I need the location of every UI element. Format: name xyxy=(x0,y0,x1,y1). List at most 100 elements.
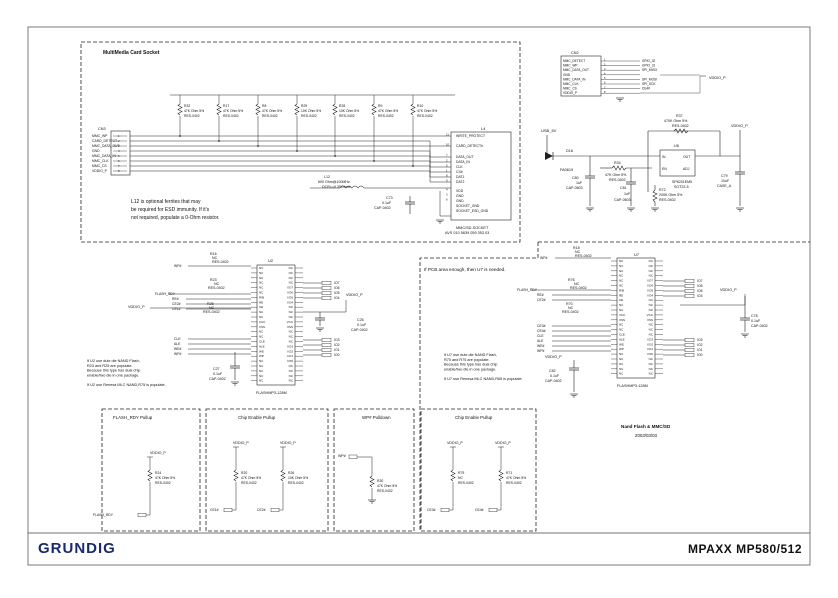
socket-pin-number: 4 xyxy=(446,188,448,192)
pullup-net-label: FLASH_RDY xyxy=(93,513,114,517)
chip-right-pin: VCC xyxy=(287,320,294,324)
chip-left-pin: NC xyxy=(259,276,264,280)
chip-right-pin: VSS xyxy=(287,325,293,329)
cn2-left-pin: MMC_DATA_OUT xyxy=(563,68,589,72)
cn2-left-pin: MMC_DETECT xyxy=(563,59,585,63)
resistor-symbol xyxy=(255,103,261,116)
r16-ref: R16 xyxy=(210,252,217,256)
chip-left-pin: NC xyxy=(619,284,624,288)
junction-dot xyxy=(334,155,336,157)
pulldown-package: RES-0402 xyxy=(377,489,393,493)
r72-ref: R72 xyxy=(659,188,666,192)
resistor-package: RES-0402 xyxy=(262,114,278,118)
chip-right-pin: NC xyxy=(289,281,294,285)
u2-net-label-right: IO6 xyxy=(334,286,340,290)
chip-left-pin: NC xyxy=(259,374,264,378)
chip-left-pin: R/B xyxy=(259,295,264,299)
pullup-ref: R71 xyxy=(506,471,512,475)
u7-net-label: CE4# xyxy=(537,329,546,333)
u2-ref: U2 xyxy=(268,258,274,263)
pullup-title: WP# Pulldown xyxy=(362,415,391,420)
d16-value: FA0619 xyxy=(560,168,573,172)
chip-left-pin: NC xyxy=(259,266,264,270)
chip-left-pin: CE xyxy=(259,305,263,309)
chip-right-pin: I/O2 xyxy=(287,349,293,353)
u7-net-label-right: IO0 xyxy=(697,353,703,357)
net-port xyxy=(321,338,332,343)
c82-ref: C82 xyxy=(549,369,556,373)
u6-regulator xyxy=(659,149,696,177)
net-port xyxy=(321,343,332,348)
u7-chip xyxy=(616,257,656,379)
chip-left-pin: VCC xyxy=(259,320,266,324)
chip-left-pin: WE xyxy=(259,349,264,353)
u7-ref: U7 xyxy=(634,252,640,257)
u7-net-label: WP# xyxy=(537,349,544,353)
c80-value: 1uF xyxy=(576,181,583,185)
chip-left-pin: R/B xyxy=(619,288,624,292)
u2-net-label-right: IO1 xyxy=(334,348,340,352)
chip-right-pin: NC xyxy=(289,271,294,275)
cn2-label: CN2 xyxy=(571,51,579,55)
chip-left-pin: NC xyxy=(619,264,624,268)
c82-value: 0.1uF xyxy=(550,374,560,378)
c81-value: 1uF xyxy=(624,192,631,196)
chip-right-pin: NC xyxy=(289,379,294,383)
chip-left-pin: WP xyxy=(259,354,264,358)
u7-note: If U7 use dule die NAND Flash,R70 and R7… xyxy=(444,353,523,381)
note-line: R23 and R25 are populate. xyxy=(87,364,133,368)
chip-left-pin: NC xyxy=(619,362,624,366)
socket-pin-number: 1 xyxy=(446,169,448,173)
socket-pin-number: 10 xyxy=(446,143,450,147)
resistor-value: 10K Ohm 5% xyxy=(301,109,321,113)
c78-value: 0.1uF xyxy=(751,319,761,323)
r72-package: RES-0402 xyxy=(659,198,676,202)
cn2-left-pin: MMC_DATA_IN xyxy=(563,77,586,81)
cn3-pin-number: 5 xyxy=(118,154,120,158)
chip-right-pin: I/O3 xyxy=(647,337,653,341)
title-block-title: Nand Flash & MMC/SD xyxy=(621,424,671,429)
junction-dot xyxy=(296,150,298,152)
chip-left-pin: NC xyxy=(259,281,264,285)
resistor-symbol xyxy=(233,469,239,482)
note-line: Because this type has dual chip xyxy=(87,369,140,373)
c78-ref: C78 xyxy=(751,314,758,318)
u7-area-note: If PCB area enough, then U7 is needed. xyxy=(424,267,505,272)
pullup-net-label: CE1# xyxy=(210,508,219,512)
r34-package: RES-0402 xyxy=(609,178,626,182)
u7-net-label: ALE xyxy=(537,339,544,343)
resistor-value: 47K Ohm 5% xyxy=(378,109,398,113)
junction-dot xyxy=(257,145,259,147)
chip-right-pin: NC xyxy=(649,298,654,302)
pullup-sections xyxy=(101,408,537,532)
chip-right-pin: NC xyxy=(649,357,654,361)
chip-right-pin: NC xyxy=(649,259,654,263)
u6-pin-out: OUT xyxy=(683,155,690,159)
c26-value: 0.1uF xyxy=(357,323,367,327)
note-line: Because this type has dual chip xyxy=(444,363,497,367)
chip-left-pin: VCC xyxy=(619,313,626,317)
cn2-right-pin: SPI_MOSI xyxy=(642,77,657,81)
resistor-ref: R32 xyxy=(184,104,190,108)
pullup-value: 47K Ohm 5% xyxy=(155,476,175,480)
brand-logo: GRUNDIG xyxy=(38,540,116,557)
net-port xyxy=(270,508,280,513)
chip-right-pin: NC xyxy=(649,367,654,371)
chip-left-pin: VSS xyxy=(259,325,265,329)
socket-pin-number: 9 xyxy=(446,179,448,183)
r34-value: 47K Ohm 5% xyxy=(605,173,627,177)
cn3-pin-number: 8 xyxy=(118,169,120,173)
cn2-pin-number: 8 xyxy=(604,90,606,94)
net-port xyxy=(684,353,695,358)
mmc-section-title: MultiMedia Card Socket xyxy=(103,50,160,56)
u7-net-label: CE2# xyxy=(537,298,546,302)
u2-nets: WP#FLASH_RDYRE#CE2#CE1#CLEALEWE#WP#IO7IO… xyxy=(150,264,347,386)
u2-net-label: FLASH_RDY xyxy=(155,292,176,296)
resistor-ref: R17 xyxy=(223,104,229,108)
resistor-ref: R9 xyxy=(378,104,382,108)
chip-right-pin: I/O4 xyxy=(287,300,293,304)
u2-net-label-right: IO4 xyxy=(334,296,340,300)
resistor-symbol xyxy=(498,469,504,482)
mmc-note-line-2: be required for ESD immunity. If it's xyxy=(131,207,210,213)
